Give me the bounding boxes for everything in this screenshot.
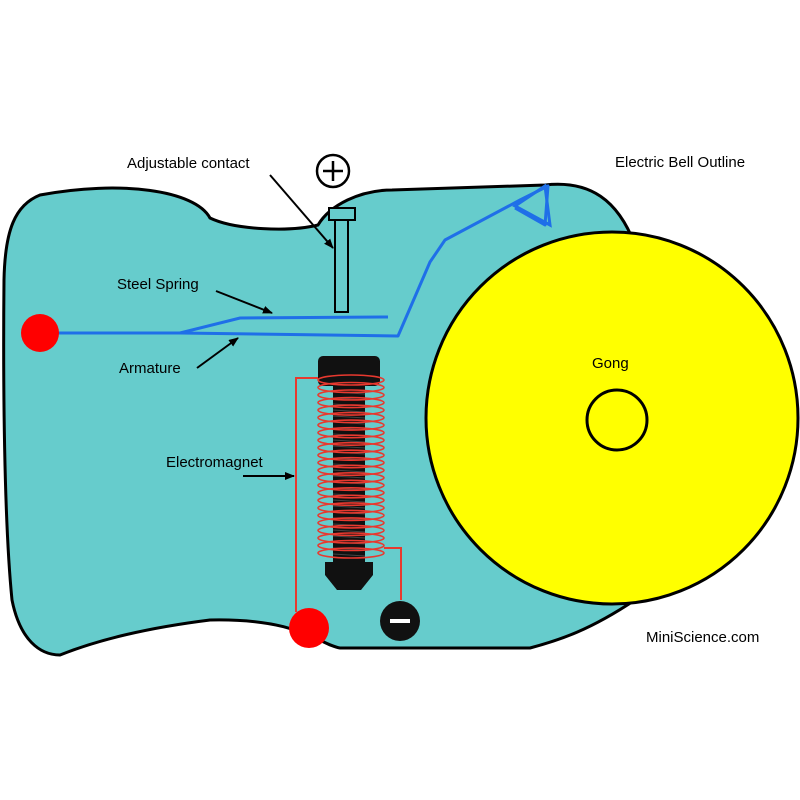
bolt-thread: [332, 505, 366, 509]
bolt-thread: [332, 553, 366, 557]
bolt-thread: [332, 439, 366, 443]
credit: MiniScience.com: [646, 629, 759, 646]
armature-arm: [179, 184, 550, 338]
coil-turn: [317, 517, 385, 529]
coil-turn: [317, 374, 385, 386]
bolt-thread: [332, 415, 366, 419]
coil-turn: [317, 532, 385, 544]
label-steel-spring: Steel Spring: [117, 276, 199, 293]
arrow-steel-spring: [215, 290, 273, 314]
coil-turn: [317, 479, 385, 492]
coil-turn: [317, 464, 385, 477]
coil-lead-left: [295, 377, 318, 612]
bolt-thread: [332, 445, 366, 449]
coil-turn: [317, 539, 385, 552]
arrow-adjustable-contact: [269, 174, 334, 249]
negative-terminal: [380, 601, 420, 641]
coil-turn: [317, 494, 385, 507]
coil-turn: [317, 441, 385, 454]
coil-turn: [317, 389, 385, 401]
coil-turn: [317, 419, 385, 431]
terminal-bottom: [289, 608, 329, 648]
title: Electric Bell Outline: [615, 154, 745, 171]
gong-center: [585, 388, 649, 452]
coil-turn: [317, 381, 385, 394]
bolt-thread: [332, 499, 366, 503]
bolt-thread: [332, 409, 366, 413]
label-gong: Gong: [592, 355, 629, 372]
coil-turn: [317, 547, 385, 559]
positive-terminal: [315, 153, 351, 189]
bolt-thread: [332, 535, 366, 539]
label-armature: Armature: [119, 360, 181, 377]
bolt-thread: [332, 475, 366, 479]
coil-turn: [317, 404, 385, 416]
coil-turn: [317, 471, 385, 484]
bolt-thread: [332, 529, 366, 533]
electromagnet-coil: [317, 374, 385, 559]
coil-turn: [317, 456, 385, 469]
terminal-left: [21, 314, 59, 352]
label-electromagnet: Electromagnet: [166, 454, 264, 471]
gong: [424, 230, 800, 606]
coil-turn: [317, 524, 385, 537]
coil-turn: [317, 486, 385, 499]
adjustable-contact-screw: [328, 207, 356, 313]
coil-lead-right: [384, 547, 402, 600]
coil-turn: [317, 509, 385, 522]
coil-turn: [317, 411, 385, 424]
coil-turn: [317, 434, 385, 447]
coil-turn: [317, 449, 385, 462]
hammer: [512, 183, 552, 228]
coil-turn: [317, 502, 385, 514]
bolt-thread: [332, 469, 366, 473]
label-adjustable-contact: Adjustable contact: [127, 155, 250, 172]
coil-turn: [317, 396, 385, 409]
arrow-armature: [196, 337, 239, 369]
coil-turn: [317, 426, 385, 439]
